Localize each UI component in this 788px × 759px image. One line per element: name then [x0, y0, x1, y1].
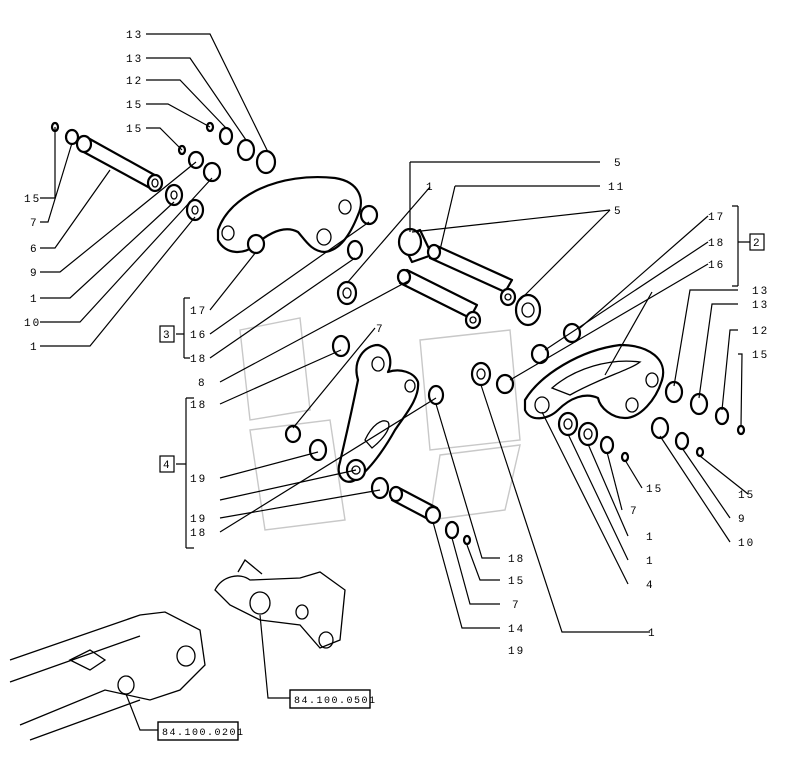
part-labels: 13 13 12 15 15 15 7 6 9 1 10 1 1 5 11 5 …	[24, 30, 769, 658]
label-17-right: 17	[708, 212, 725, 224]
bushing-17-left	[246, 233, 266, 255]
grease-fitting-15-right-a	[620, 451, 630, 463]
curved-link-left	[216, 176, 362, 254]
label-1-e: 1	[646, 556, 655, 568]
pin-6	[75, 134, 164, 193]
label-15-a: 15	[126, 100, 143, 112]
label-11: 11	[608, 182, 625, 194]
label-1-d: 1	[646, 532, 655, 544]
reference-label-top: 84.100.0501	[294, 696, 377, 707]
label-18-left: 18	[190, 354, 207, 366]
curved-link-right	[523, 343, 665, 420]
grease-fitting-15-right-c	[736, 424, 746, 436]
assembly-sketch-upper	[214, 559, 346, 649]
label-18-d: 18	[190, 400, 207, 412]
label-10-b: 10	[738, 538, 755, 550]
pin-14	[388, 485, 442, 525]
label-17-left: 17	[190, 306, 207, 318]
bushing-5-upper	[397, 227, 434, 264]
central-link-assembly	[337, 343, 420, 483]
label-6: 6	[30, 244, 39, 256]
label-15-g: 15	[508, 576, 525, 588]
group-box-4: 4	[159, 455, 175, 473]
washer-1-center	[336, 280, 358, 306]
washer-7-center	[284, 424, 302, 444]
label-19-c: 19	[508, 646, 525, 658]
bushing-16-right	[495, 373, 515, 395]
label-18-e: 18	[190, 528, 207, 540]
label-18-f: 18	[508, 554, 525, 566]
label-7-d: 7	[512, 600, 521, 612]
label-9-b: 9	[738, 514, 747, 526]
label-1-c: 1	[426, 182, 435, 194]
label-15-e: 15	[738, 490, 755, 502]
label-4: 4	[646, 580, 655, 592]
label-1-b: 1	[30, 342, 39, 354]
group-label-3: 3	[163, 330, 172, 342]
label-5-b: 5	[614, 206, 623, 218]
label-10: 10	[24, 318, 41, 330]
reference-label-bottom: 84.100.0201	[162, 728, 245, 739]
bushing-5-lower	[514, 293, 542, 327]
bushing-17-right	[562, 322, 582, 344]
label-18-right: 18	[708, 238, 725, 250]
label-14: 14	[508, 624, 525, 636]
label-15-f: 15	[646, 484, 663, 496]
bushing-18-b	[370, 476, 390, 500]
group-box-3: 3	[159, 325, 175, 343]
label-7-a: 7	[30, 218, 39, 230]
label-16-right: 16	[708, 260, 725, 272]
grease-fitting-15-lower	[462, 534, 472, 546]
grease-fitting-15-right-b	[695, 446, 705, 458]
ring-set-left	[164, 126, 277, 222]
label-5-a: 5	[614, 158, 623, 170]
label-15-d: 15	[752, 350, 769, 362]
bushing-18-left	[346, 239, 364, 261]
washer-7-left	[64, 128, 80, 146]
label-13-c: 13	[752, 286, 769, 298]
label-12: 12	[126, 76, 143, 88]
label-19-a: 19	[190, 474, 207, 486]
washer-1-right	[470, 361, 492, 387]
group-label-2: 2	[753, 238, 762, 250]
label-7-b: 7	[376, 324, 385, 336]
label-15-c: 15	[24, 194, 41, 206]
assembly-sketch-lower	[9, 611, 206, 741]
label-13-d: 13	[752, 300, 769, 312]
label-19-b: 19	[190, 514, 207, 526]
leader-lines	[40, 33, 750, 731]
washer-7-lower	[444, 520, 460, 540]
reference-box-bottom: 84.100.0201	[157, 721, 245, 741]
watermark-logo	[239, 317, 521, 531]
label-16-left: 16	[190, 330, 207, 342]
bushing-18-right	[530, 343, 550, 365]
pin-8	[396, 268, 482, 330]
label-1-f: 1	[648, 628, 657, 640]
bushing-18-a	[331, 334, 351, 358]
bushing-19-a	[308, 438, 328, 462]
label-9: 9	[30, 268, 39, 280]
label-13-b: 13	[126, 54, 143, 66]
group-label-4: 4	[163, 460, 172, 472]
group-box-2: 2	[749, 233, 765, 251]
label-1-a: 1	[30, 294, 39, 306]
label-8: 8	[198, 378, 207, 390]
pin-11	[426, 243, 517, 307]
reference-box-top: 84.100.0501	[289, 689, 377, 709]
label-12-b: 12	[752, 326, 769, 338]
bushing-16-left	[359, 204, 379, 226]
label-13-a: 13	[126, 30, 143, 42]
label-15-b: 15	[126, 124, 143, 136]
label-7-c: 7	[630, 506, 639, 518]
